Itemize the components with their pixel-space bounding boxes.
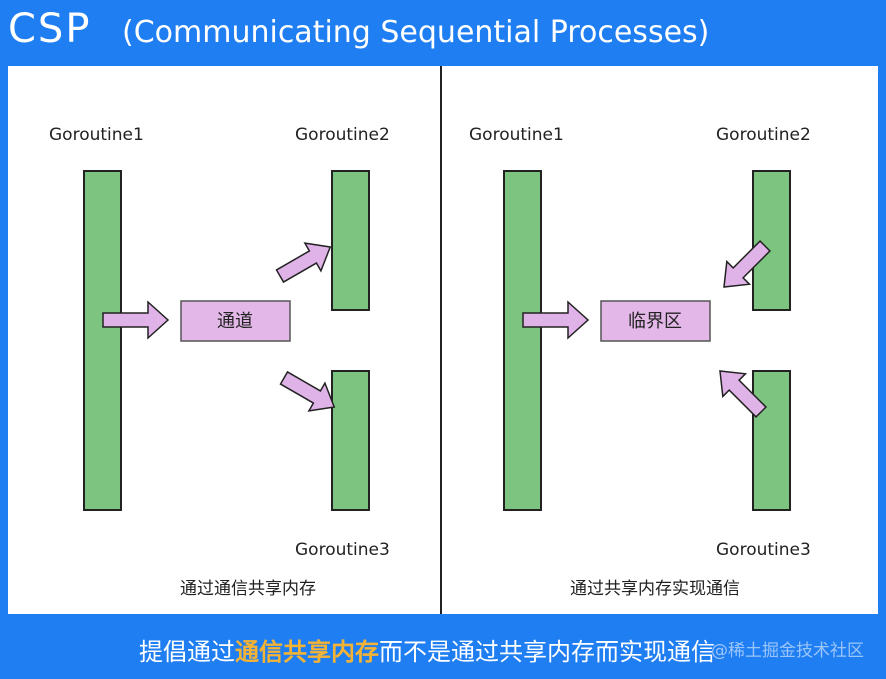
right-arrow-from-goroutine2 [723, 239, 772, 288]
right-goroutine3-bar [752, 370, 791, 511]
left-diagram: Goroutine1 Goroutine2 Goroutine3 通道 通过通信… [49, 125, 390, 599]
left-caption: 通过通信共享内存 [180, 579, 316, 599]
right-diagram: Goroutine1 Goroutine2 Goroutine3 临界区 通过共… [469, 125, 811, 599]
header: CSP (Communicating Sequential Processes) [0, 0, 886, 66]
right-goroutine2-label: Goroutine2 [716, 125, 811, 145]
page-title: CSP [8, 6, 92, 52]
right-goroutine2-bar [752, 170, 791, 311]
diagram-panel: Goroutine1 Goroutine2 Goroutine3 通道 通过通信… [8, 66, 878, 614]
left-goroutine3-bar [331, 370, 370, 511]
left-arrow-to-channel [102, 300, 170, 340]
footer: 提倡通过通信共享内存而不是通过共享内存而实现通信 @稀土掘金技术社区 [0, 628, 886, 679]
footer-caption-prefix: 提倡通过 [139, 638, 235, 666]
diagram-canvas: Goroutine1 Goroutine2 Goroutine3 通道 通过通信… [49, 66, 811, 614]
left-arrow-to-goroutine2 [275, 242, 332, 284]
right-goroutine1-label: Goroutine1 [469, 125, 564, 145]
right-critical-section-label: 临界区 [628, 311, 682, 332]
right-goroutine1-bar [503, 170, 542, 511]
left-goroutine2-bar [331, 170, 370, 311]
page-subtitle: (Communicating Sequential Processes) [122, 15, 710, 50]
footer-caption: 提倡通过通信共享内存而不是通过共享内存而实现通信 [139, 632, 715, 667]
footer-caption-highlight: 通信共享内存 [235, 638, 379, 666]
watermark: @稀土掘金技术社区 [711, 641, 864, 661]
right-caption: 通过共享内存实现通信 [570, 579, 740, 599]
right-arrow-from-goroutine3 [719, 370, 768, 419]
left-arrow-to-goroutine3 [279, 370, 336, 412]
right-critical-section-box [600, 300, 711, 342]
left-goroutine1-label: Goroutine1 [49, 125, 144, 145]
left-goroutine2-label: Goroutine2 [295, 125, 390, 145]
left-channel-label: 通道 [217, 311, 253, 332]
left-goroutine1-bar [83, 170, 122, 511]
left-channel-box [180, 300, 291, 342]
footer-caption-suffix: 而不是通过共享内存而实现通信 [379, 638, 715, 666]
left-goroutine3-label: Goroutine3 [295, 540, 390, 560]
right-arrow-to-critical-section [522, 300, 590, 340]
right-goroutine3-label: Goroutine3 [716, 540, 811, 560]
